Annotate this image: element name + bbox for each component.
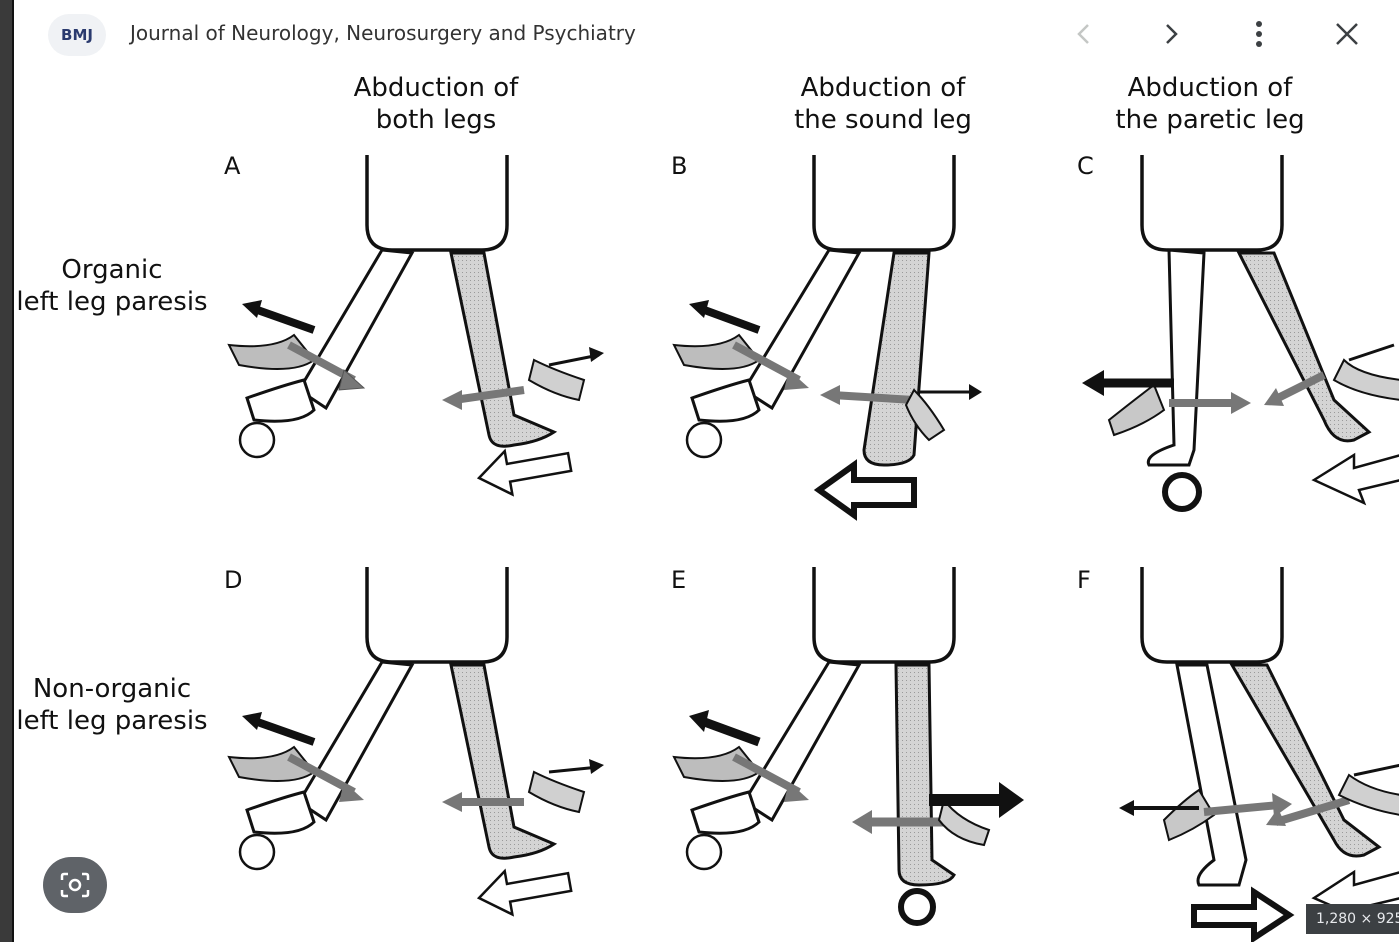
col-header-2-line1: Abduction of (801, 73, 967, 103)
panel-label-b: B (671, 152, 687, 180)
prev-button[interactable] (1066, 16, 1102, 52)
panel-label-f: F (1077, 566, 1091, 594)
image-viewer-panel: BMJ Journal of Neurology, Neurosurgery a… (12, 0, 1399, 942)
panel-b-illustration (674, 155, 982, 515)
panel-f-illustration (1119, 567, 1399, 938)
col-header-2-line2: the sound leg (794, 105, 972, 135)
panel-label-d: D (224, 566, 242, 594)
row-label-2-line2: left leg paresis (16, 706, 207, 736)
chevron-left-icon (1074, 22, 1094, 46)
image-size-badge: 1,280 × 925 (1306, 904, 1399, 934)
chevron-right-icon (1161, 22, 1181, 46)
source-title[interactable]: Journal of Neurology, Neurosurgery and P… (130, 21, 636, 45)
panel-label-e: E (671, 566, 686, 594)
row-label-1-line1: Organic (61, 255, 162, 285)
panel-d-illustration (229, 567, 604, 920)
col-header-1-line2: both legs (376, 105, 497, 135)
col-header-3-line1: Abduction of (1128, 73, 1294, 103)
more-options-button[interactable] (1241, 16, 1277, 52)
figure-image: Abduction of both legs Abduction of the … (14, 60, 1399, 942)
close-icon (1333, 20, 1361, 48)
visual-search-button[interactable] (43, 857, 107, 913)
col-header-3-line2: the paretic leg (1115, 105, 1304, 135)
google-lens-icon (58, 870, 92, 900)
row-label-1-line2: left leg paresis (16, 287, 207, 317)
source-logo[interactable]: BMJ (48, 14, 106, 56)
panel-label-c: C (1077, 152, 1094, 180)
row-label-2-line1: Non-organic (33, 674, 191, 704)
panel-label-a: A (224, 152, 241, 180)
col-header-1-line1: Abduction of (354, 73, 520, 103)
close-button[interactable] (1329, 16, 1365, 52)
next-button[interactable] (1153, 16, 1189, 52)
panel-e-illustration (674, 567, 1024, 923)
more-vert-icon (1253, 19, 1265, 49)
panel-a-illustration (229, 155, 604, 500)
panel-c-illustration (1082, 155, 1399, 509)
